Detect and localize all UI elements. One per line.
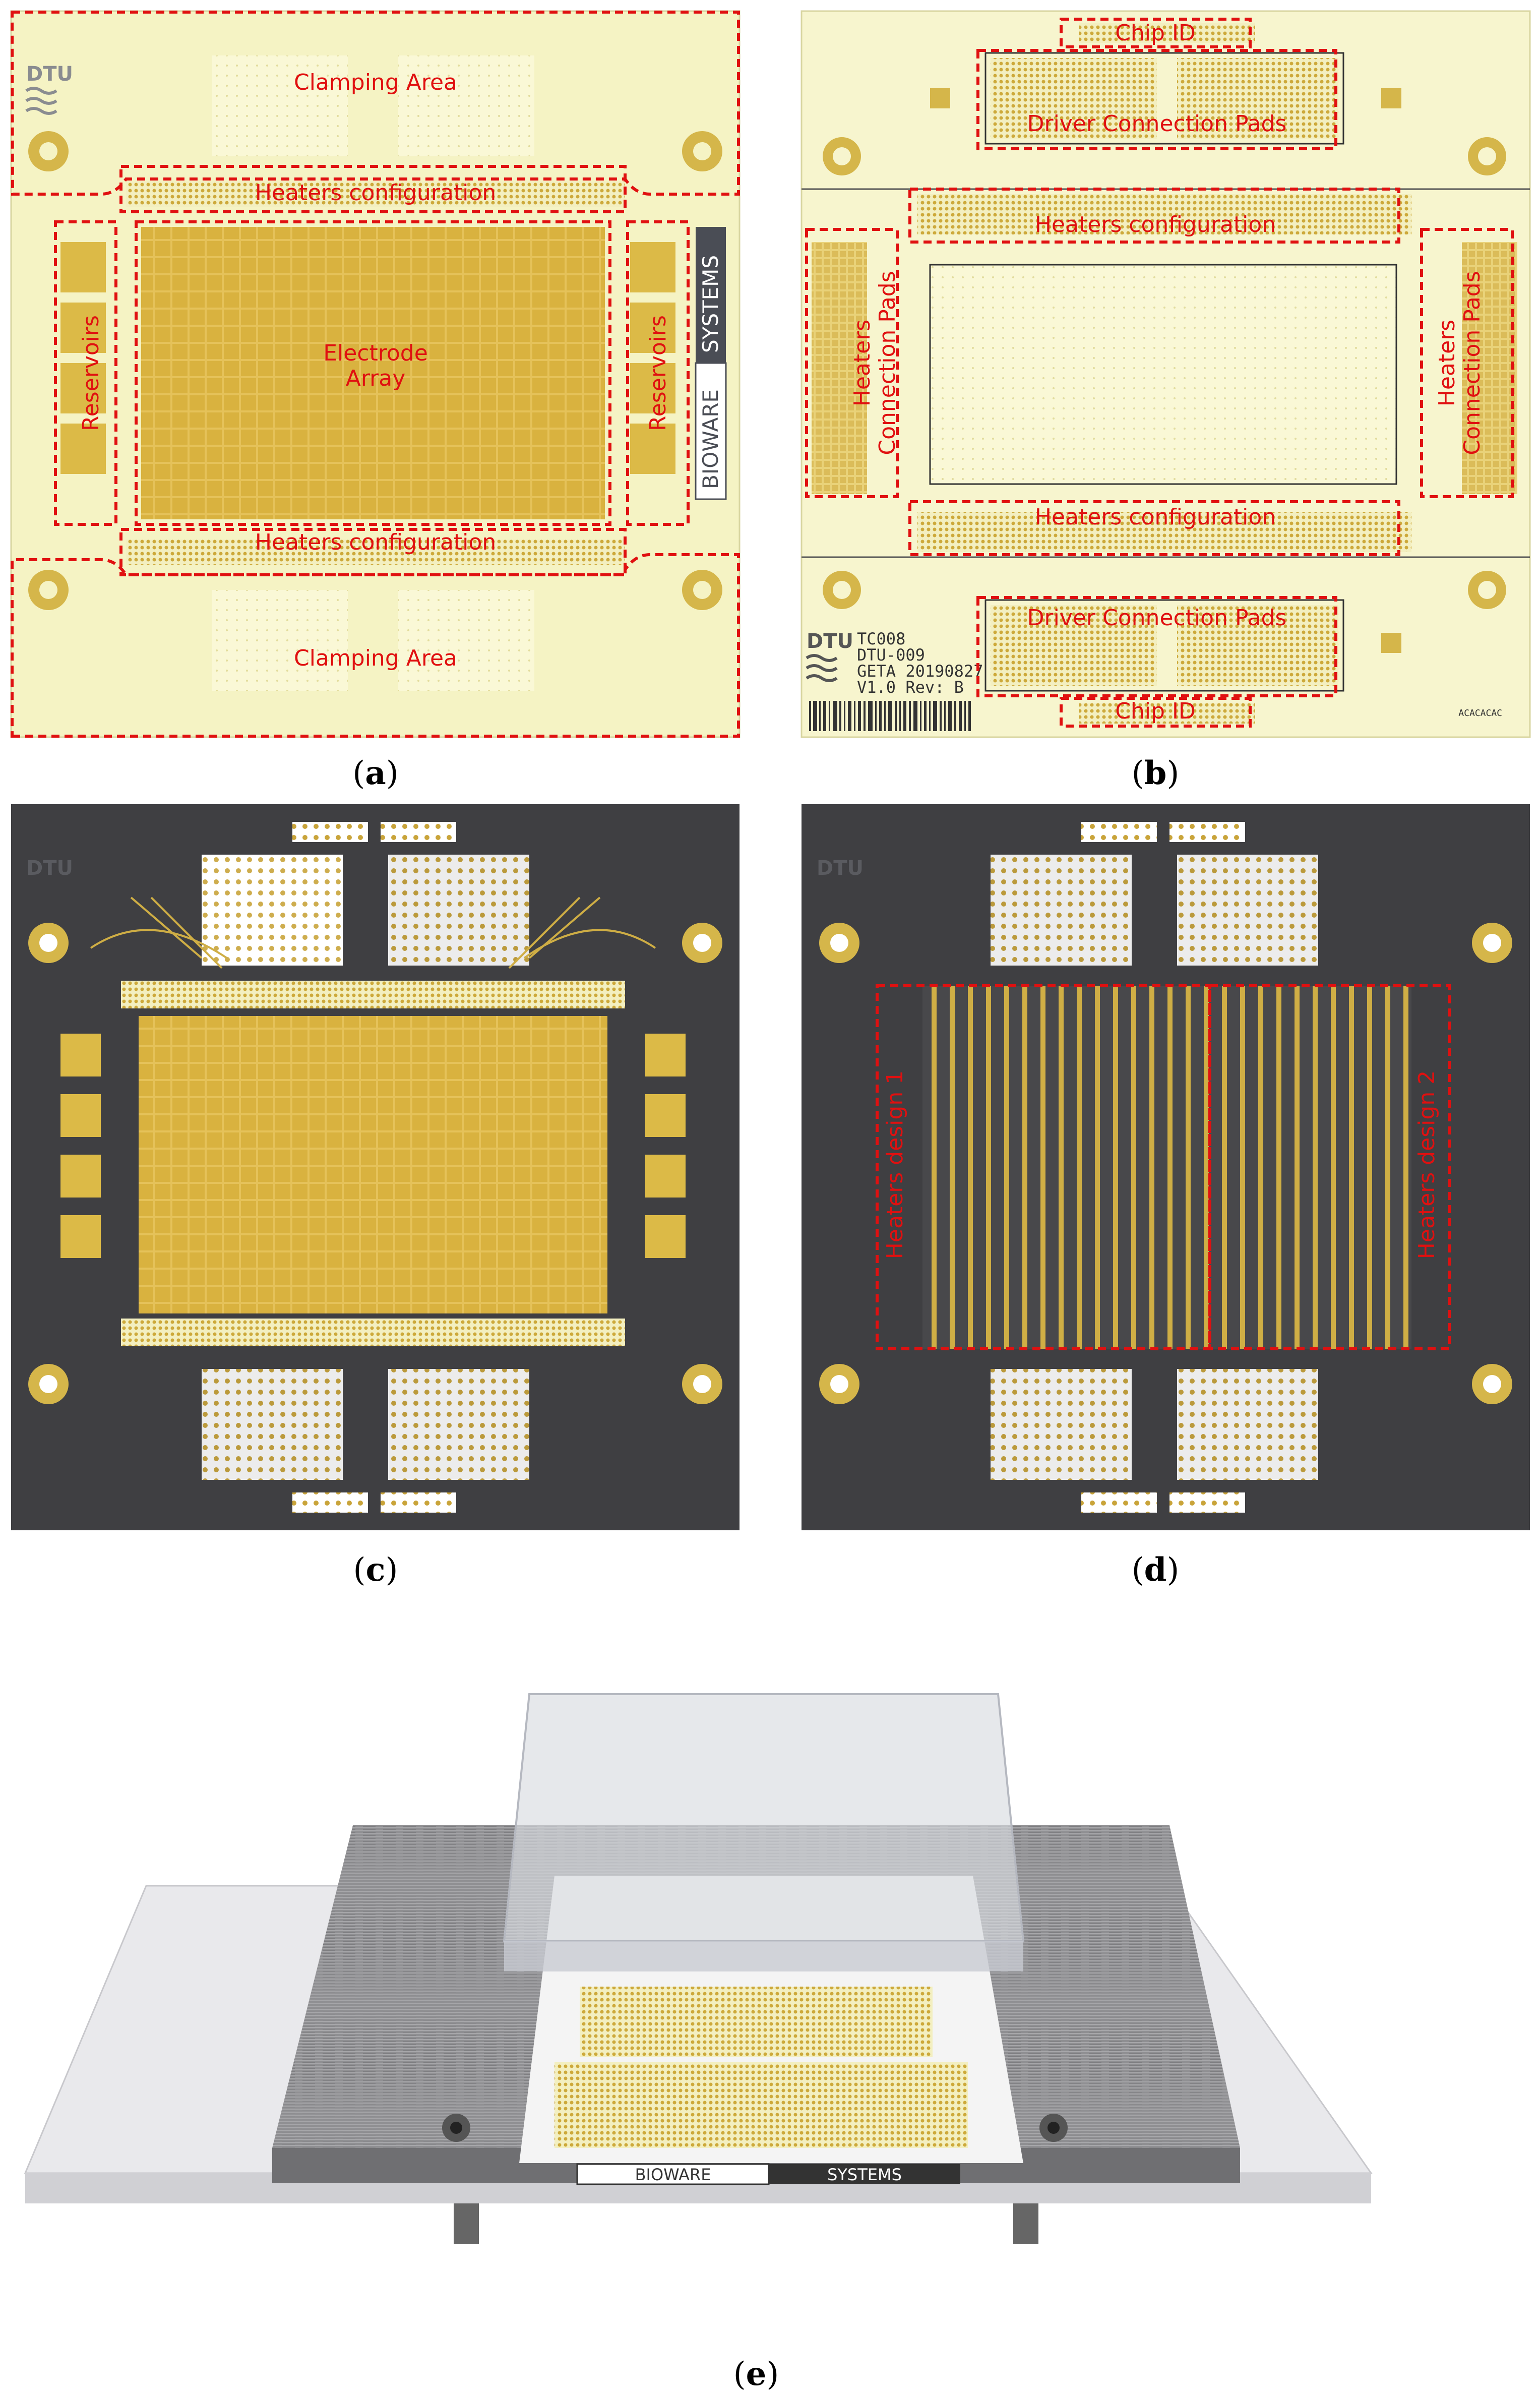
brand-bar-e: BIOWARE SYSTEMS [576, 2163, 960, 2185]
dtu-logo-c: DTU [26, 857, 73, 880]
chip-info-4: V1.0 Rev: B [857, 678, 964, 697]
label-clamping-top: Clamping Area [294, 70, 457, 95]
barcode [809, 701, 971, 731]
label-heaters-conn-left-2: Connection Pads [875, 271, 900, 455]
reservoirs-left [60, 242, 106, 474]
chip-info-1: TC008 [857, 629, 905, 648]
caption-e: (e) [733, 2355, 779, 2393]
svg-text:SYSTEMS: SYSTEMS [827, 2165, 902, 2184]
caption-c: (c) [353, 1551, 398, 1589]
label-heaters-top: Heaters configuration [255, 180, 496, 206]
panel-d: DTU Heaters design 1 Heaters design 2 [802, 804, 1530, 1530]
label-chip-id-bottom: Chip ID [1115, 698, 1196, 724]
svg-text:SYSTEMS: SYSTEMS [698, 255, 723, 353]
caption-b: (b) [1132, 754, 1180, 792]
chip-info-3: GETA 20190827 [857, 662, 983, 681]
label-chip-id-top: Chip ID [1115, 20, 1196, 46]
electrode-array [141, 227, 605, 519]
label-heaters-conn-right-2: Connection Pads [1459, 271, 1485, 455]
label-design-2: Heaters design 2 [1414, 1070, 1440, 1259]
panel-b: DTU TC008 DTU-009 GETA 20190827 V1.0 Rev… [800, 10, 1531, 738]
label-heaters-top-b: Heaters configuration [1035, 212, 1276, 237]
label-reservoirs-left: Reservoirs [78, 315, 104, 431]
label-electrode-2: Array [346, 366, 406, 391]
label-electrode-1: Electrode [323, 340, 428, 366]
chip-info-2: DTU-009 [857, 645, 925, 665]
serial-code: ACACACAC [1458, 708, 1502, 719]
svg-text:BIOWARE: BIOWARE [635, 2165, 711, 2184]
reservoirs-right [630, 242, 675, 474]
dtu-logo: DTU [26, 63, 73, 86]
caption-a: (a) [352, 754, 398, 792]
label-clamping-bottom: Clamping Area [294, 645, 457, 671]
panel-e: BIOWARE SYSTEMS [24, 1693, 1373, 2244]
dtu-logo-b: DTU [807, 630, 853, 653]
brand-vertical: BIOWARE SYSTEMS [695, 227, 727, 500]
label-driver-top: Driver Connection Pads [1027, 111, 1287, 137]
caption-d: (d) [1132, 1551, 1180, 1589]
label-reservoirs-right: Reservoirs [645, 315, 671, 431]
label-design-1: Heaters design 1 [882, 1070, 908, 1259]
svg-text:BIOWARE: BIOWARE [698, 389, 723, 489]
label-heaters-bottom-b: Heaters configuration [1035, 504, 1276, 530]
panel-a: DTU BIOWARE SYSTEMS [10, 10, 741, 738]
panel-c: DTU [11, 804, 740, 1530]
dtu-logo-d: DTU [817, 857, 864, 880]
label-heaters-bottom: Heaters configuration [255, 529, 496, 555]
label-driver-bottom: Driver Connection Pads [1027, 605, 1287, 631]
mounting-holes [28, 131, 722, 610]
label-heaters-conn-left-1: Heaters [849, 320, 875, 406]
label-heaters-conn-right-1: Heaters [1434, 320, 1460, 406]
